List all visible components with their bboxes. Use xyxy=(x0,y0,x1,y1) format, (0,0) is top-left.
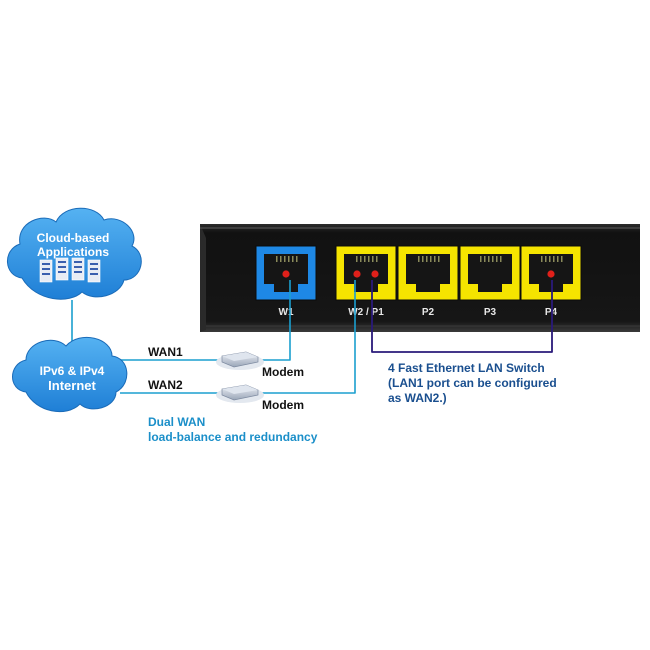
socket-pin xyxy=(484,256,486,262)
dual-wan-line2: load-balance and redundancy xyxy=(148,430,318,444)
socket-pin xyxy=(553,256,555,262)
socket-pin xyxy=(434,256,436,262)
modem-icon xyxy=(216,351,264,370)
cloud-internet: IPv6 & IPv4 Internet xyxy=(12,336,128,413)
wire-wan1 xyxy=(120,280,291,361)
socket-pin xyxy=(422,256,424,262)
socket-pin xyxy=(364,256,366,262)
socket-pin xyxy=(284,256,286,262)
socket-pin xyxy=(288,256,290,262)
wires xyxy=(71,280,553,394)
port-label: P2 xyxy=(422,307,435,318)
socket-pin xyxy=(280,256,282,262)
socket-pin xyxy=(492,256,494,262)
socket-pin xyxy=(557,256,559,262)
modem-label: Modem xyxy=(262,365,304,379)
port-p3: P3 xyxy=(459,245,521,318)
cloud-internet-line1: IPv6 & IPv4 xyxy=(40,364,105,378)
port-p4: P4 xyxy=(520,245,582,318)
socket-pin xyxy=(418,256,420,262)
socket-pin xyxy=(561,256,563,262)
port-w2-p1: W2 / P1 xyxy=(335,245,397,318)
socket-pin xyxy=(549,256,551,262)
socket-pin xyxy=(430,256,432,262)
socket-pin xyxy=(541,256,543,262)
socket-pin xyxy=(545,256,547,262)
cloud-applications: Cloud-based Applications xyxy=(7,207,142,300)
cloud-applications-line1: Cloud-based xyxy=(37,231,110,245)
connection-dot xyxy=(371,270,379,278)
socket-pin xyxy=(480,256,482,262)
wan1-label: WAN1 xyxy=(148,345,183,359)
socket-pin xyxy=(372,256,374,262)
socket-pin xyxy=(426,256,428,262)
socket-pin xyxy=(488,256,490,262)
socket-pin xyxy=(376,256,378,262)
connection-dot xyxy=(282,270,290,278)
socket-pin xyxy=(496,256,498,262)
wire-wan2 xyxy=(120,280,356,394)
cloud-internet-line2: Internet xyxy=(48,378,96,393)
socket-pin xyxy=(296,256,298,262)
socket-pin xyxy=(500,256,502,262)
socket-pin xyxy=(356,256,358,262)
lan-bracket xyxy=(371,280,553,353)
server-icons xyxy=(39,257,101,283)
lan-note-line2: (LAN1 port can be configured xyxy=(388,376,557,390)
lan-note-line3: as WAN2.) xyxy=(388,391,447,405)
port-p2: P2 xyxy=(397,245,459,318)
rj45-socket xyxy=(406,254,450,292)
rj45-socket xyxy=(468,254,512,292)
port-label: W1 xyxy=(279,307,294,318)
socket-pin xyxy=(276,256,278,262)
port-row: W1 W2 / P1 P2 P3 P4 xyxy=(255,245,582,318)
lan-note-line1: 4 Fast Ethernet LAN Switch xyxy=(388,361,545,375)
connection-dot xyxy=(547,270,555,278)
port-label: W2 / P1 xyxy=(348,307,384,318)
port-w1: W1 xyxy=(255,245,317,318)
socket-pin xyxy=(438,256,440,262)
socket-pin xyxy=(292,256,294,262)
modem-label: Modem xyxy=(262,398,304,412)
socket-pin xyxy=(368,256,370,262)
modem-icon xyxy=(216,384,264,403)
port-label: P3 xyxy=(484,307,497,318)
socket-pin xyxy=(360,256,362,262)
dual-wan-line1: Dual WAN xyxy=(148,415,205,429)
connection-dot xyxy=(353,270,361,278)
cloud-applications-line2: Applications xyxy=(37,245,109,259)
wan2-label: WAN2 xyxy=(148,378,183,392)
